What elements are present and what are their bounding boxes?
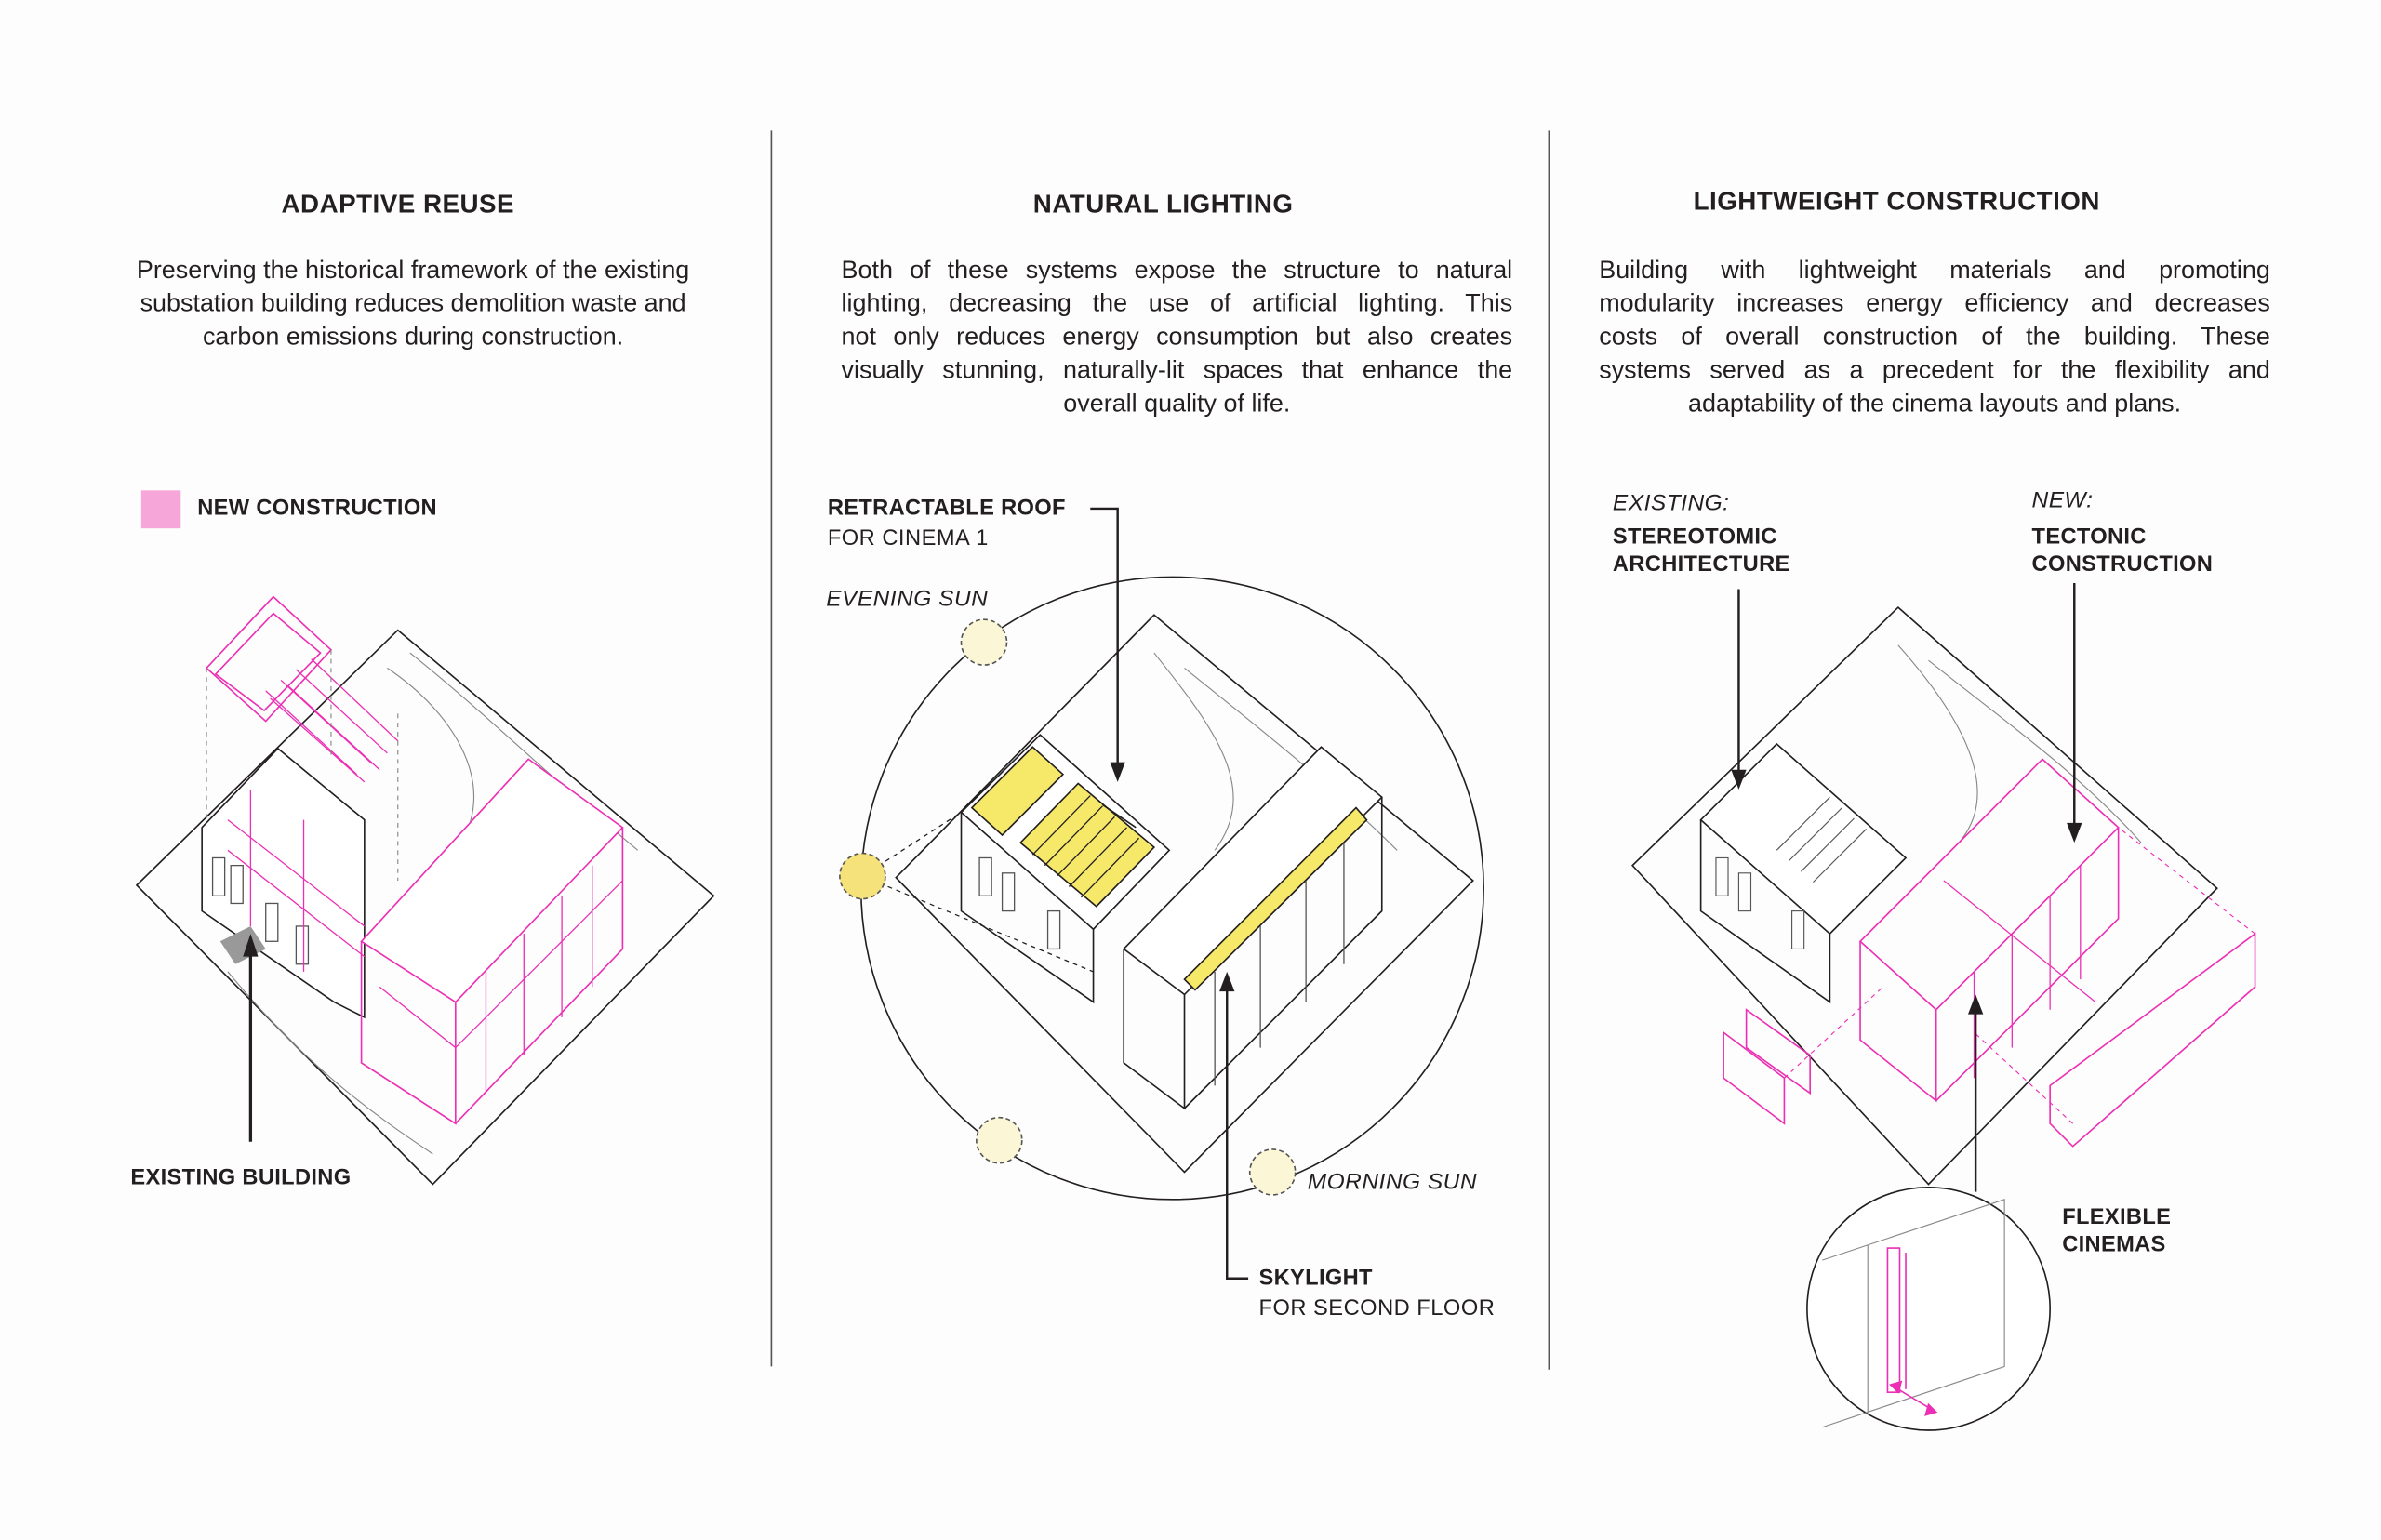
module-panel-right bbox=[2049, 932, 2256, 1148]
suns bbox=[839, 618, 1297, 1196]
skylight bbox=[1183, 806, 1368, 991]
label-for-second-floor: FOR SECOND FLOOR bbox=[1258, 1296, 1496, 1321]
legend-swatch-new-construction bbox=[140, 490, 181, 529]
label-construction: CONSTRUCTION bbox=[2031, 552, 2214, 578]
site-outline bbox=[135, 629, 715, 1186]
sun-path-circle bbox=[859, 576, 1484, 1201]
existing-building bbox=[1699, 742, 1908, 936]
sliding-partition-detail bbox=[1886, 1247, 1938, 1416]
natural-lighting-axonometric bbox=[839, 507, 1484, 1280]
panel-description-natural-lighting: Both of these systems expose the structu… bbox=[842, 254, 1513, 421]
label-flexible: FLEXIBLE bbox=[2062, 1205, 2172, 1230]
skylight-leader-arrowhead bbox=[1219, 971, 1235, 992]
sun-position-icon bbox=[976, 1116, 1023, 1164]
site-outline bbox=[895, 614, 1474, 1174]
text-line: lighting, decreasing the use of artifici… bbox=[841, 289, 1513, 318]
retractable-roof bbox=[970, 746, 1065, 837]
panel-title-adaptive-reuse: ADAPTIVE REUSE bbox=[281, 190, 515, 219]
panel-title-natural-lighting: NATURAL LIGHTING bbox=[1032, 190, 1294, 219]
panel-description-lightweight-construction: Building with lightweight materials and … bbox=[1599, 254, 2270, 421]
text-line: not only reduces energy consumption but … bbox=[841, 323, 1513, 352]
roof-leader-arrowhead bbox=[1110, 762, 1125, 782]
label-skylight: SKYLIGHT bbox=[1258, 1266, 1373, 1291]
label-tectonic: TECTONIC bbox=[2031, 524, 2147, 551]
text-line: adaptability of the cinema layouts and p… bbox=[1687, 390, 2182, 418]
label-stereotomic: STEREOTOMIC bbox=[1612, 524, 1777, 551]
label-existing-building: EXISTING BUILDING bbox=[130, 1165, 352, 1191]
label-retractable-roof: RETRACTABLE ROOF bbox=[827, 496, 1066, 522]
text-line: overall quality of life. bbox=[1063, 390, 1291, 418]
label-existing-tag: EXISTING: bbox=[1612, 490, 1730, 517]
text-line: costs of overall construction of the bui… bbox=[1599, 323, 2270, 352]
tectonic-arrowhead bbox=[2067, 822, 2082, 843]
tectonic-structure bbox=[1723, 758, 2256, 1148]
text-line: visually stunning, naturally-lit spaces … bbox=[841, 356, 1513, 385]
legend-label-new-construction: NEW CONSTRUCTION bbox=[197, 496, 437, 522]
detail-circle bbox=[1806, 1186, 2051, 1431]
morning-sun-icon bbox=[1248, 1148, 1297, 1196]
panel-title-lightweight-construction: LIGHTWEIGHT CONSTRUCTION bbox=[1693, 186, 2100, 216]
label-for-cinema-1: FOR CINEMA 1 bbox=[827, 526, 989, 551]
text-line: Preserving the historical framework of t… bbox=[136, 256, 690, 285]
text-line: substation building reduces demolition w… bbox=[140, 289, 686, 318]
midday-sun-icon bbox=[839, 852, 886, 900]
roof-leader bbox=[1090, 507, 1119, 767]
existing-arrowhead bbox=[243, 934, 259, 957]
flexible-arrowhead bbox=[1967, 994, 1984, 1015]
text-line: Both of these systems expose the structu… bbox=[841, 256, 1513, 285]
label-evening-sun: EVENING SUN bbox=[826, 586, 989, 612]
site-outline bbox=[1631, 605, 2218, 1186]
text-line: Building with lightweight materials and … bbox=[1599, 256, 2270, 285]
text-line: carbon emissions during construction. bbox=[202, 323, 624, 352]
evening-sun-icon bbox=[960, 618, 1008, 666]
existing-building bbox=[201, 747, 366, 1019]
label-cinemas: CINEMAS bbox=[2062, 1232, 2166, 1257]
skylight-leader bbox=[1225, 987, 1249, 1280]
module-panel-left bbox=[1723, 1030, 1786, 1125]
new-construction bbox=[205, 595, 624, 1125]
text-line: modularity increases energy efficiency a… bbox=[1599, 289, 2270, 318]
stereotomic-arrowhead bbox=[1731, 769, 1747, 790]
label-new-tag: NEW: bbox=[2031, 487, 2094, 513]
label-morning-sun: MORNING SUN bbox=[1307, 1169, 1478, 1195]
text-line: systems served as a precedent for the fl… bbox=[1599, 356, 2270, 385]
adaptive-reuse-axonometric bbox=[135, 595, 715, 1186]
lightweight-construction-axonometric bbox=[1631, 582, 2256, 1431]
panel-description-adaptive-reuse: Preserving the historical framework of t… bbox=[106, 254, 720, 354]
label-architecture: ARCHITECTURE bbox=[1612, 552, 1790, 578]
